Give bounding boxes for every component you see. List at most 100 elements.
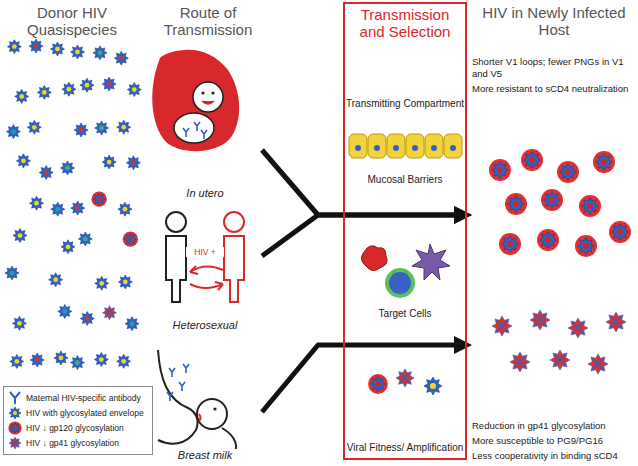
smile bbox=[202, 101, 214, 104]
virus-icon bbox=[5, 266, 19, 280]
eye bbox=[201, 91, 204, 94]
virus-icon bbox=[13, 229, 27, 243]
stage-panel: Target Cells bbox=[345, 236, 465, 320]
lips bbox=[199, 414, 201, 421]
route-panel: Breast milk bbox=[148, 338, 262, 462]
virus-icon bbox=[74, 123, 88, 137]
node-text: Shorter V1 loops; fewer PNGs in V1 and V… bbox=[472, 56, 634, 80]
cell bbox=[361, 246, 387, 271]
virus-icon bbox=[505, 193, 527, 215]
legend-sample bbox=[8, 391, 22, 405]
legend-sample bbox=[8, 436, 22, 450]
virus-icon bbox=[27, 120, 41, 134]
breast-milk-figure bbox=[158, 350, 236, 456]
virus-icon bbox=[123, 231, 138, 246]
virus-icon bbox=[103, 306, 117, 320]
virus-icon bbox=[537, 229, 559, 251]
mother-shape bbox=[152, 50, 239, 152]
fetus-head bbox=[193, 82, 223, 112]
legend-entry: Maternal HIV-specific antibody bbox=[8, 391, 148, 405]
legend-sample bbox=[8, 406, 22, 420]
legend-text: HIV ↓ gp41 glycosylation bbox=[26, 438, 119, 448]
virus-icon bbox=[95, 121, 109, 135]
virus-icon bbox=[54, 351, 68, 365]
virus-icon bbox=[125, 317, 139, 331]
fetus-body bbox=[174, 113, 214, 143]
node-text: Breast milk bbox=[148, 449, 262, 462]
arrow-connector bbox=[262, 345, 454, 412]
virus-icon bbox=[424, 377, 442, 395]
virus-icon bbox=[127, 83, 141, 97]
legend-entry: HIV ↓ gp120 glycosylation bbox=[8, 421, 148, 435]
status-note: HIV + bbox=[186, 247, 224, 257]
infant-head bbox=[197, 399, 227, 429]
virus-icon bbox=[91, 191, 106, 206]
virus-icon bbox=[50, 42, 64, 56]
virus-icon bbox=[71, 201, 85, 215]
virus-icon bbox=[94, 353, 108, 367]
antibodies bbox=[183, 122, 207, 139]
virus-icon bbox=[6, 125, 20, 139]
virus-icon bbox=[593, 151, 615, 173]
virus-icon bbox=[78, 232, 92, 246]
eye bbox=[211, 91, 214, 94]
virus-icon bbox=[8, 421, 21, 434]
virus-icon bbox=[10, 354, 24, 368]
virus-icon bbox=[102, 155, 116, 169]
node-text: Heterosexual bbox=[148, 319, 262, 332]
virus-icon bbox=[16, 154, 30, 168]
virus-icon bbox=[80, 312, 94, 326]
virus-icon bbox=[12, 316, 26, 330]
virus-icon bbox=[70, 45, 84, 59]
virus-icon bbox=[62, 82, 76, 96]
t-cell bbox=[387, 270, 413, 296]
virus-icon bbox=[95, 276, 109, 290]
arrow-head bbox=[190, 266, 198, 274]
legend-text: HIV with glycosylated envelope bbox=[26, 408, 144, 418]
node-text: Mucosal Barriers bbox=[345, 174, 465, 186]
antibody-symbol bbox=[10, 392, 20, 404]
outcome-panel: Reduction in gp41 glycosylationMore susc… bbox=[472, 308, 634, 462]
virus-icon bbox=[102, 77, 116, 91]
antibodies bbox=[167, 364, 189, 401]
virus-icon bbox=[15, 89, 29, 103]
virus-icon bbox=[93, 46, 107, 60]
virus-icon bbox=[499, 233, 521, 255]
legend-entry: HIV ↓ gp41 glycosylation bbox=[8, 436, 148, 450]
virus-icon bbox=[114, 51, 128, 65]
virus-icon bbox=[575, 235, 597, 257]
virus-icon bbox=[37, 85, 51, 99]
body bbox=[224, 236, 244, 302]
virus-icon bbox=[579, 195, 601, 217]
in-utero-figure bbox=[152, 50, 239, 152]
route-panel: In utero bbox=[148, 44, 262, 200]
selection-frame: Transmission and SelectionTransmitting C… bbox=[343, 2, 467, 460]
virus-icon bbox=[396, 369, 414, 387]
virus-icon bbox=[58, 304, 72, 318]
virus-icon bbox=[510, 352, 530, 372]
epithelial-cells bbox=[349, 134, 462, 158]
body bbox=[166, 236, 186, 302]
virus-icon bbox=[489, 159, 511, 181]
virus-icon bbox=[29, 39, 43, 53]
mother-outline bbox=[158, 350, 198, 444]
virus-icon bbox=[557, 161, 579, 183]
virus-icon bbox=[530, 310, 550, 330]
arrow-connector bbox=[262, 215, 454, 256]
stage-panel: Viral Fitness/ Amplification bbox=[345, 362, 465, 454]
virus-icon bbox=[49, 273, 63, 287]
virus-icon bbox=[606, 312, 626, 332]
virus-icon bbox=[588, 354, 608, 374]
stage-panel: Transmitting CompartmentMucosal Barriers bbox=[345, 98, 465, 186]
virus-icon bbox=[541, 189, 563, 211]
virus-icon bbox=[60, 161, 74, 175]
virus-icon bbox=[117, 120, 131, 134]
node-text: Reduction in gp41 glycosylation bbox=[472, 420, 634, 432]
virus-icon bbox=[80, 78, 94, 92]
virus-icon bbox=[126, 156, 140, 170]
eye bbox=[213, 407, 216, 410]
virus-icon bbox=[550, 350, 570, 370]
virus-icon bbox=[118, 275, 132, 289]
legend-text: Maternal HIV-specific antibody bbox=[26, 393, 141, 403]
virus-icon bbox=[39, 166, 53, 180]
